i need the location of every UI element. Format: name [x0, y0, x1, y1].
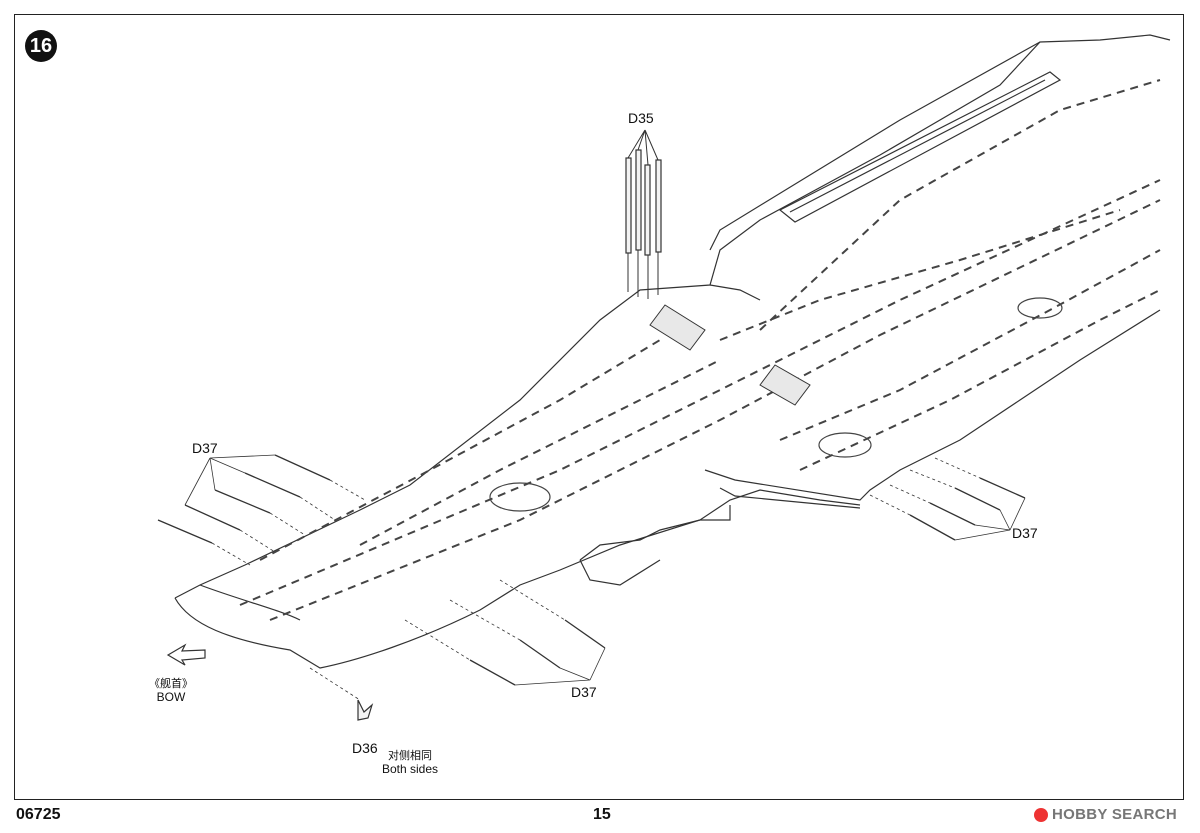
d37-rod-r-2 [954, 487, 1001, 511]
both-sides-en: Both sides [381, 762, 439, 776]
d37-rod-b-1 [564, 619, 606, 649]
d37-rod-r-4 [909, 514, 956, 541]
deck-circle-2 [818, 432, 872, 458]
d37-r-leader [954, 497, 1026, 541]
part-label-d36: D36 [352, 740, 378, 756]
d35-leader [627, 129, 659, 166]
d37-rod-tl-3 [214, 489, 271, 514]
step-number-badge: 16 [25, 30, 57, 62]
deck-inner [199, 584, 301, 621]
runway-line-8 [759, 79, 1161, 331]
page-number: 15 [593, 806, 611, 823]
watermark-text: HOBBY SEARCH [1052, 806, 1178, 823]
d35-rod-3 [644, 164, 651, 256]
product-code: 06725 [16, 806, 61, 823]
d37-r-guide [869, 457, 981, 516]
deck-circle-3 [1017, 297, 1063, 319]
elevator-inner [789, 79, 1046, 213]
runway-line-3 [259, 339, 661, 561]
runway-line-7 [799, 289, 1161, 471]
d37-tl-guide [211, 479, 366, 566]
d37-rod-b-3 [469, 659, 516, 686]
part-label-d35: D35 [628, 110, 654, 126]
d37-rod-tl-1 [274, 454, 331, 481]
bow-label: 《舰首》 BOW [146, 678, 196, 704]
d35-rod-1 [625, 157, 632, 254]
d37-b-leader [514, 647, 606, 686]
blast-deflector-1 [649, 304, 706, 351]
both-sides-note: 对侧相同 Both sides [370, 750, 450, 776]
d36-fitting [357, 699, 374, 721]
runway-line-1 [239, 179, 1161, 606]
d37-b-guide [404, 579, 566, 661]
hull-side [579, 559, 661, 586]
d37-rod-tl-5 [157, 519, 213, 544]
d37-rod-r-3 [929, 502, 976, 526]
watermark-logo-icon [1034, 807, 1048, 822]
d35-rod-4 [655, 159, 662, 253]
elevator-outline [778, 71, 1062, 223]
d37-rod-r-1 [979, 477, 1026, 499]
d37-tl-leader [184, 454, 276, 506]
d37-rod-tl-4 [184, 504, 241, 531]
hull-lower [579, 505, 731, 561]
sponson-lower [719, 487, 861, 509]
d37-rod-tl-2 [244, 472, 301, 498]
d36-guide [309, 667, 361, 701]
runway-line-2 [269, 199, 1161, 621]
runway-line-5 [719, 209, 1121, 341]
d35-rod-2 [635, 149, 642, 251]
sponson [704, 309, 1161, 501]
bow-arrow [166, 643, 206, 666]
d37-rod-b-2 [519, 639, 561, 669]
part-label-d37-top-left: D37 [192, 440, 218, 456]
bow-label-cn: 《舰首》 [149, 678, 193, 690]
both-sides-cn: 对侧相同 [388, 750, 432, 762]
page-frame [14, 14, 1184, 800]
bow-label-en: BOW [156, 690, 186, 704]
upper-deck [709, 41, 1041, 251]
runway-line-6 [779, 249, 1161, 441]
starboard-edge [709, 284, 761, 301]
part-label-d37-right: D37 [1012, 525, 1038, 541]
blast-deflector-2 [759, 364, 811, 406]
deck-circle-1 [489, 482, 551, 512]
d35-arrows [627, 250, 659, 299]
part-label-d37-bottom: D37 [571, 684, 597, 700]
runway-line-4 [359, 359, 721, 546]
watermark: HOBBY SEARCH [1034, 806, 1177, 823]
bow-edge [174, 489, 861, 669]
